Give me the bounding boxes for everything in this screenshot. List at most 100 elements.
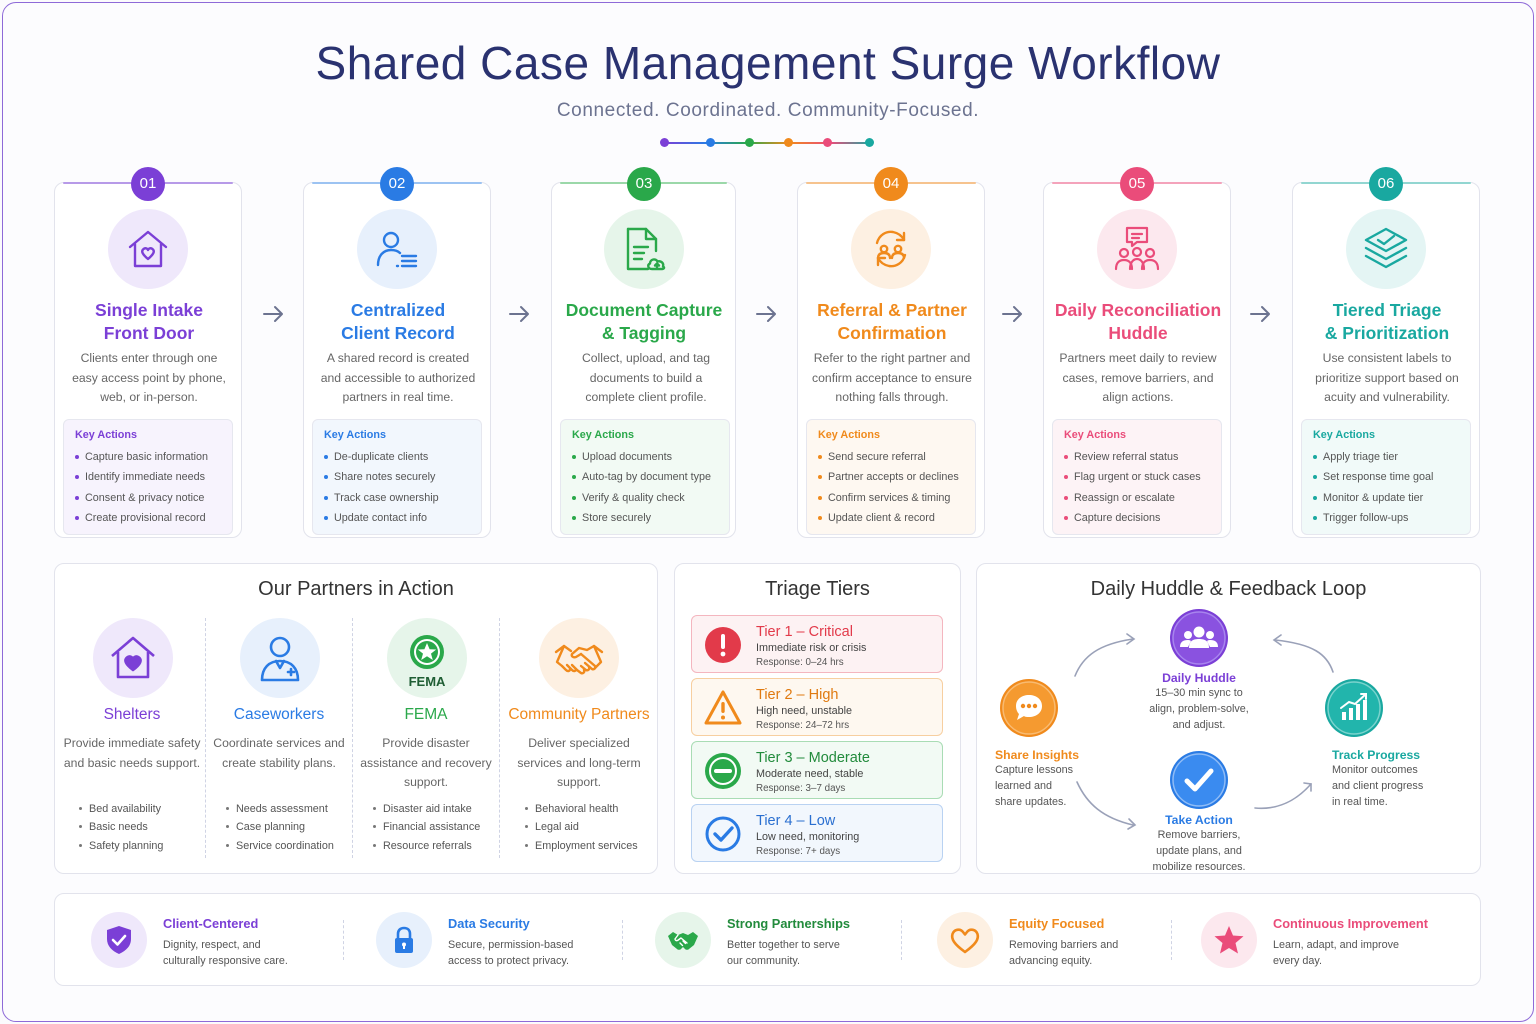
list-item: Legal aid [525,818,638,836]
step-desc-2: A shared record is created and accessibl… [320,351,476,404]
step-desc-4: Refer to the right partner and confirm a… [812,351,972,404]
tier-name: Tier 3 – Moderate [756,750,870,766]
document-upload-icon [604,209,684,289]
partner-name: Shelters [103,706,161,723]
people-group-icon [1170,609,1228,667]
value-continuous-improvement: Continuous Improvement Learn, adapt, and… [1201,910,1471,972]
value-desc: Learn, adapt, and improve every day. [1273,939,1400,967]
take-action-node: Take Action Remove barriers,update plans… [1135,750,1263,875]
value-name: Strong Partnerships [727,916,851,931]
page-title: Shared Case Management Surge Workflow [315,37,1221,89]
value-strong-partnerships: Strong Partnerships Better together to s… [655,910,905,972]
bar-chart-icon [1325,679,1383,737]
list-item: Capture decisions [1064,508,1211,528]
house-heart-icon [108,209,188,289]
step-title-3: Document Capture& Tagging [565,300,723,343]
warning-triangle-icon [704,690,742,725]
layers-check-icon [1346,209,1426,289]
list-item: Update contact info [324,508,471,528]
step-number-2: 02 [380,167,414,201]
loop-arrows [1074,633,1334,830]
value-desc: Secure, permission-based access to prote… [448,939,574,967]
list-item: Review referral status [1064,447,1211,467]
step-desc-1: Clients enter through one easy access po… [72,351,226,404]
tier-4-card: Tier 4 – Low Low need, monitoring Respon… [691,804,943,862]
list-item: Apply triage tier [1313,447,1460,467]
list-item: Trigger follow-ups [1313,508,1460,528]
partner-name: Caseworkers [233,706,325,723]
arrow-right-icon [509,306,529,322]
tier-desc: Low need, monitoring [756,831,860,843]
step-card-6: 06 Tiered Triage& Prioritization Use con… [1292,167,1480,538]
referral-exchange-icon [851,209,931,289]
tier-response: Response: 24–72 hrs [756,720,850,731]
list-item: Capture basic information [75,447,222,467]
arrow-right-icon [1250,306,1270,322]
partner-name: Community Partners [508,706,650,723]
partner-desc: Provide immediate safety and basic needs… [63,736,201,770]
tier-2-card: Tier 2 – High High need, unstable Respon… [691,678,943,736]
divider [901,920,902,960]
value-name: Equity Focused [1009,916,1105,931]
house-heart-icon [93,618,173,698]
value-data-security: Data Security Secure, permission-based a… [376,910,626,972]
list-item: Case planning [226,818,334,836]
list-item: Upload documents [572,447,719,467]
list-item: Partner accepts or declines [818,467,965,487]
values-bar: Client-Centered Dignity, respect, and cu… [54,893,1481,986]
shield-check-icon [91,912,147,968]
step-desc-5: Partners meet daily to review cases, rem… [1059,351,1217,404]
list-item: Basic needs [79,818,163,836]
tier-1-card: Tier 1 – Critical Immediate risk or cris… [691,615,943,673]
star-icon [1201,912,1257,968]
list-item: Send secure referral [818,447,965,467]
divider [205,618,206,858]
list-item: Create provisional record [75,508,222,528]
partner-desc: Provide disaster assistance and recovery… [360,736,492,789]
value-desc: Dignity, respect, and culturally respons… [163,939,288,967]
check-circle-icon [1170,751,1228,809]
check-circle-icon [705,816,741,852]
value-desc: Removing barriers and advancing equity. [1009,939,1119,967]
divider [352,618,353,858]
list-item: Disaster aid intake [373,800,480,818]
triage-title: Triage Tiers [765,578,870,600]
list-item: Auto-tag by document type [572,467,719,487]
partner-caseworkers: Caseworkers Coordinate services and crea… [206,618,352,858]
tier-desc: Immediate risk or crisis [756,642,867,654]
list-item: Update client & record [818,508,965,528]
key-actions-5: Key Actions Review referral status Flag … [1052,419,1222,535]
value-equity-focused: Equity Focused Removing barriers and adv… [937,910,1187,972]
loop-node-name: Take Action [1165,813,1233,827]
arrow-right-icon [1002,306,1022,322]
loop-node-name: Daily Huddle [1162,671,1236,685]
key-actions-1: Key Actions Capture basic information Id… [63,419,233,535]
step-desc-6: Use consistent labels to prioritize supp… [1315,351,1459,404]
key-actions-2: Key Actions De-duplicate clients Share n… [312,419,482,535]
list-item: Set response time goal [1313,467,1460,487]
list-item: Service coordination [226,837,334,855]
list-item: Identify immediate needs [75,467,222,487]
list-item: Bed availability [79,800,163,818]
list-item: Share notes securely [324,467,471,487]
tier-response: Response: 0–24 hrs [756,657,844,668]
tier-3-card: Tier 3 – Moderate Moderate need, stable … [691,741,943,799]
list-item: Employment services [525,837,638,855]
list-item: Safety planning [79,837,163,855]
triage-panel: Triage Tiers Tier 1 – Critical Immediate… [674,563,961,874]
divider [343,920,344,960]
color-dots-divider [660,137,876,149]
list-item: Reassign or escalate [1064,488,1211,508]
list-item: Store securely [572,508,719,528]
minus-circle-icon [705,753,741,789]
